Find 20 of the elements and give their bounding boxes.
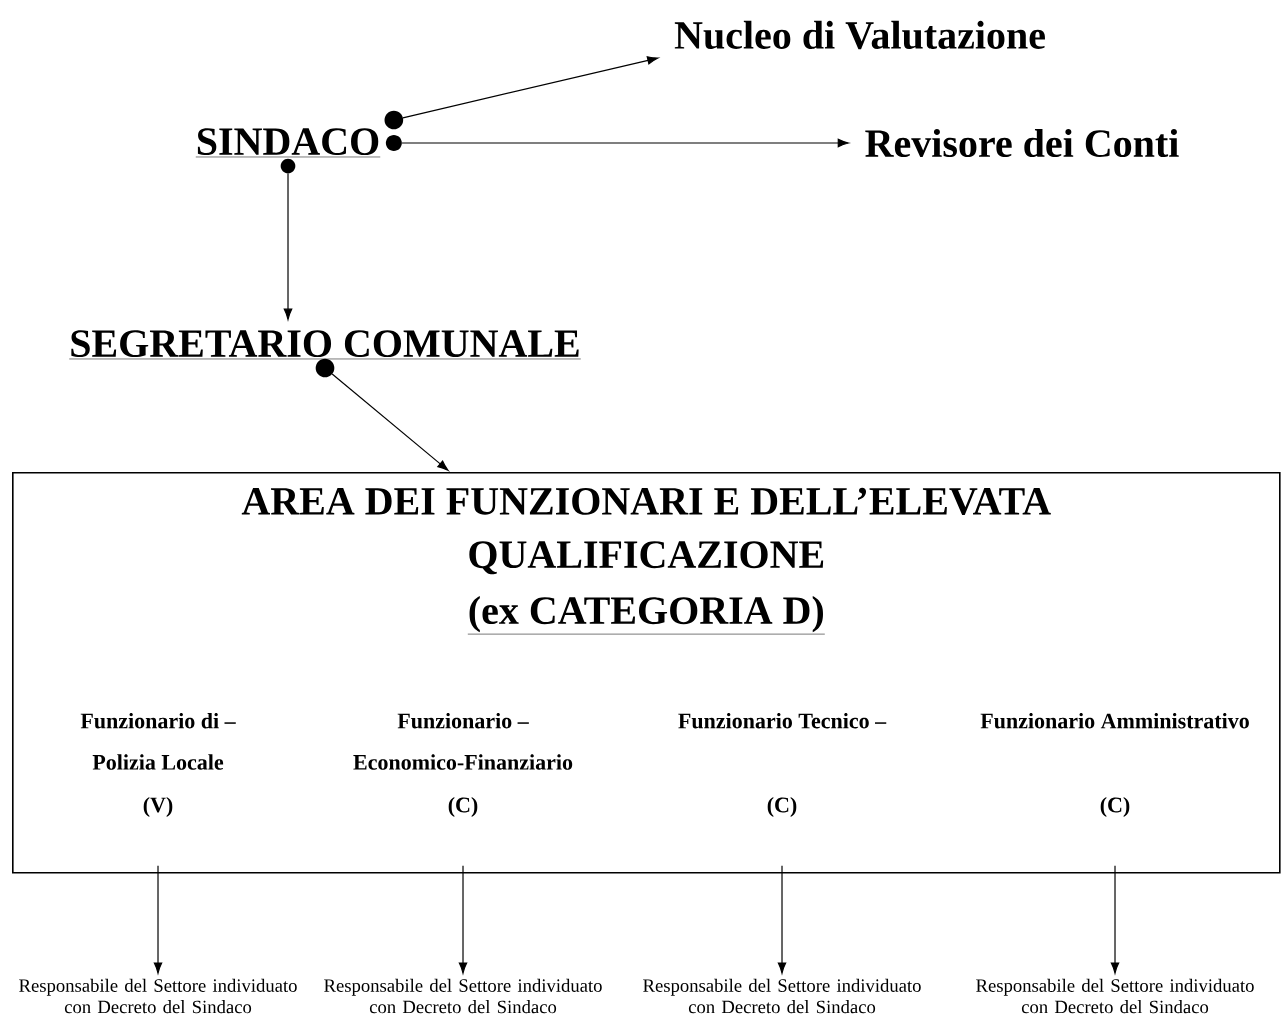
note-text: Responsabile del Settore individuato con Decreto del Sindaco xyxy=(976,978,1254,1014)
arrow xyxy=(153,865,163,974)
heading-text: Nucleo di Valutazione xyxy=(674,20,1045,50)
note-text: Responsabile del Settore individuato con Decreto del Sindaco xyxy=(324,978,602,1014)
arrow xyxy=(280,158,296,320)
arrow xyxy=(1110,865,1120,974)
arrow xyxy=(385,135,849,151)
heading-text: SINDACO xyxy=(195,128,381,158)
heading-text: Revisore dei Conti xyxy=(865,128,1179,158)
role-text: Funzionario Amministrativo (C) xyxy=(980,712,1249,817)
note-text: Responsabile del Settore individuato con Decreto del Sindaco xyxy=(643,978,921,1014)
arrow xyxy=(458,865,468,974)
arrow xyxy=(384,56,659,130)
arrow xyxy=(777,865,787,974)
heading-text: SEGRETARIO COMUNALE xyxy=(68,330,582,360)
role-text: Funzionario Tecnico – (C) xyxy=(678,712,887,817)
note-text: Responsabile del Settore individuato con Decreto del Sindaco xyxy=(19,978,297,1014)
role-text: Funzionario di – Polizia Locale (V) xyxy=(80,712,236,817)
arrow xyxy=(315,358,449,471)
role-text: Funzionario – Economico-Finanziario (C) xyxy=(353,712,573,817)
